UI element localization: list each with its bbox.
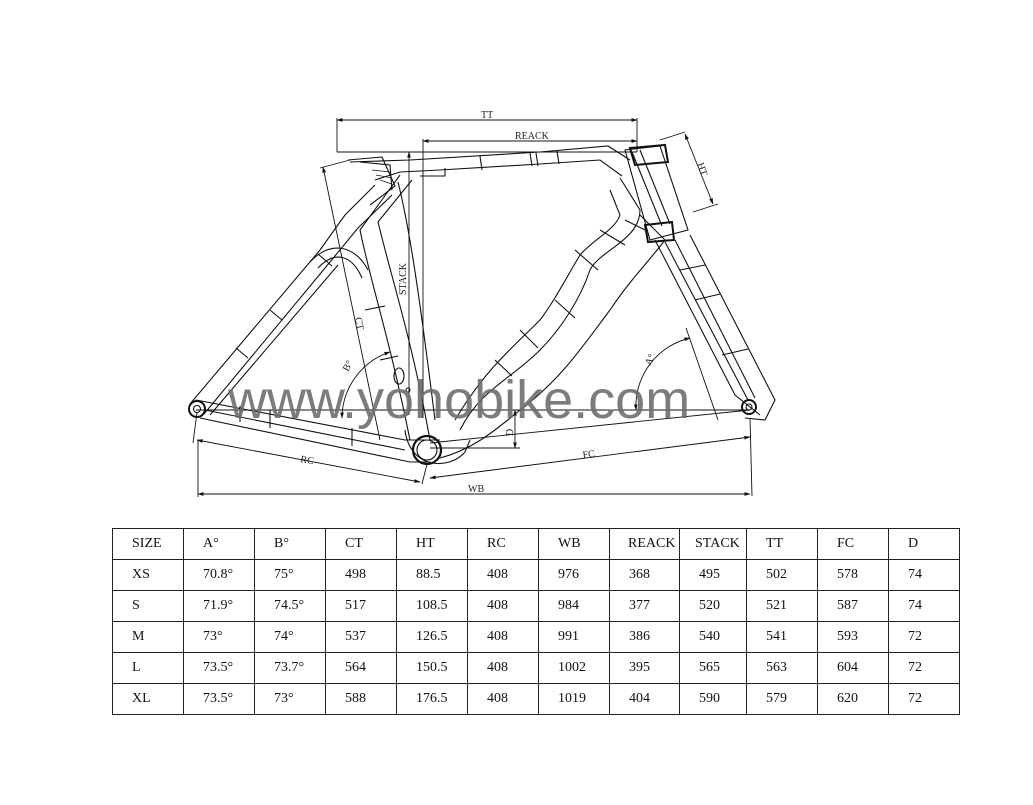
label-tt: TT xyxy=(481,110,493,121)
cell-tt: 502 xyxy=(746,559,818,591)
cell-ht: 150.5 xyxy=(396,652,468,684)
cell-b: 73° xyxy=(254,683,326,715)
label-ht: HT xyxy=(694,161,709,177)
cell-rc: 408 xyxy=(467,683,539,715)
cell-b: 74° xyxy=(254,621,326,653)
cell-rc: 408 xyxy=(467,590,539,622)
cell-reack: 368 xyxy=(609,559,680,591)
header-cell: FC xyxy=(817,528,889,560)
cell-stack: 495 xyxy=(679,559,747,591)
header-cell: A° xyxy=(183,528,255,560)
cell-d: 74 xyxy=(888,559,960,591)
cell-rc: 408 xyxy=(467,621,539,653)
cell-ht: 176.5 xyxy=(396,683,468,715)
cell-wb: 1002 xyxy=(538,652,610,684)
cell-a: 73° xyxy=(183,621,255,653)
table-row: M 73° 74° 537 126.5 408 991 386 540 541 … xyxy=(112,621,960,653)
dimension-lines xyxy=(192,118,753,497)
cell-d: 74 xyxy=(888,590,960,622)
cell-reack: 386 xyxy=(609,621,680,653)
cell-size: M xyxy=(112,621,184,653)
label-angle-b: B° xyxy=(341,359,356,374)
header-cell: TT xyxy=(746,528,818,560)
cell-reack: 404 xyxy=(609,683,680,715)
cell-d: 72 xyxy=(888,652,960,684)
label-rc: RC xyxy=(299,454,314,467)
cell-fc: 604 xyxy=(817,652,889,684)
bike-frame-geometry-diagram: TT REACK HT STACK CT B° A° D RC FC WB ww… xyxy=(188,110,776,497)
cell-rc: 408 xyxy=(467,652,539,684)
cell-ct: 537 xyxy=(325,621,397,653)
label-d: D xyxy=(505,429,516,436)
cell-stack: 520 xyxy=(679,590,747,622)
cell-wb: 984 xyxy=(538,590,610,622)
cell-size: XS xyxy=(112,559,184,591)
label-fc: FC xyxy=(582,449,596,461)
label-ct: CT xyxy=(352,316,365,331)
header-cell: SIZE xyxy=(112,528,184,560)
cell-stack: 565 xyxy=(679,652,747,684)
cell-tt: 541 xyxy=(746,621,818,653)
cell-ht: 108.5 xyxy=(396,590,468,622)
cell-fc: 578 xyxy=(817,559,889,591)
cell-tt: 521 xyxy=(746,590,818,622)
cell-size: L xyxy=(112,652,184,684)
header-cell: B° xyxy=(254,528,326,560)
geometry-table: SIZE A° B° CT HT RC WB REACK STACK TT FC… xyxy=(112,528,960,715)
table-row: XS 70.8° 75° 498 88.5 408 976 368 495 50… xyxy=(112,559,960,591)
cell-fc: 620 xyxy=(817,683,889,715)
label-stack: STACK xyxy=(398,262,409,295)
header-cell: REACK xyxy=(609,528,680,560)
cell-fc: 593 xyxy=(817,621,889,653)
cell-a: 70.8° xyxy=(183,559,255,591)
cell-ct: 588 xyxy=(325,683,397,715)
cell-rc: 408 xyxy=(467,559,539,591)
cell-b: 73.7° xyxy=(254,652,326,684)
cell-fc: 587 xyxy=(817,590,889,622)
header-cell: D xyxy=(888,528,960,560)
header-cell: WB xyxy=(538,528,610,560)
cell-ct: 517 xyxy=(325,590,397,622)
header-cell: CT xyxy=(325,528,397,560)
cell-ct: 498 xyxy=(325,559,397,591)
table-header-row: SIZE A° B° CT HT RC WB REACK STACK TT FC… xyxy=(112,528,960,560)
cell-d: 72 xyxy=(888,683,960,715)
label-reack: REACK xyxy=(515,131,550,142)
header-cell: HT xyxy=(396,528,468,560)
table-row: XL 73.5° 73° 588 176.5 408 1019 404 590 … xyxy=(112,683,960,715)
cell-size: S xyxy=(112,590,184,622)
cell-wb: 1019 xyxy=(538,683,610,715)
cell-stack: 590 xyxy=(679,683,747,715)
cell-ht: 126.5 xyxy=(396,621,468,653)
label-wb: WB xyxy=(468,484,484,495)
label-angle-a: A° xyxy=(643,352,658,367)
cell-reack: 395 xyxy=(609,652,680,684)
cell-a: 73.5° xyxy=(183,652,255,684)
cell-ht: 88.5 xyxy=(396,559,468,591)
table-row: S 71.9° 74.5° 517 108.5 408 984 377 520 … xyxy=(112,590,960,622)
cell-b: 75° xyxy=(254,559,326,591)
table-row: L 73.5° 73.7° 564 150.5 408 1002 395 565… xyxy=(112,652,960,684)
cell-wb: 976 xyxy=(538,559,610,591)
dimension-labels: TT REACK HT STACK CT B° A° D RC FC WB xyxy=(299,110,709,495)
header-cell: RC xyxy=(467,528,539,560)
cell-reack: 377 xyxy=(609,590,680,622)
cell-stack: 540 xyxy=(679,621,747,653)
cell-b: 74.5° xyxy=(254,590,326,622)
cell-size: XL xyxy=(112,683,184,715)
watermark-text: www.yohobike.com xyxy=(227,370,690,430)
cell-tt: 563 xyxy=(746,652,818,684)
cell-ct: 564 xyxy=(325,652,397,684)
cell-d: 72 xyxy=(888,621,960,653)
cell-a: 73.5° xyxy=(183,683,255,715)
cell-wb: 991 xyxy=(538,621,610,653)
cell-a: 71.9° xyxy=(183,590,255,622)
cell-tt: 579 xyxy=(746,683,818,715)
header-cell: STACK xyxy=(679,528,747,560)
